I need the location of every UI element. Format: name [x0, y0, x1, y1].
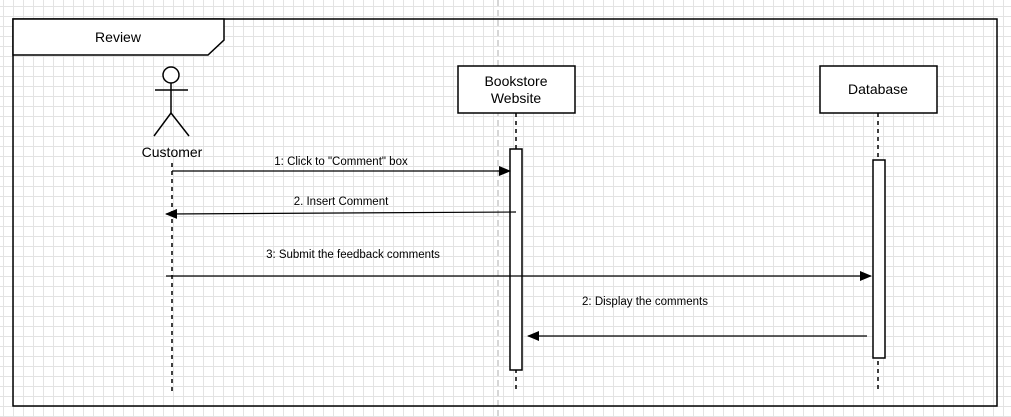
- customer-label: Customer: [142, 144, 203, 160]
- message-2-arrow[interactable]: [165, 208, 517, 219]
- database-participant-box[interactable]: [819, 65, 938, 114]
- frame-title: Review: [95, 29, 142, 45]
- customer-actor-icon[interactable]: [153, 66, 190, 137]
- message-2-label: 2. Insert Comment: [294, 196, 389, 208]
- website-label-line2: Website: [491, 90, 542, 106]
- website-label-line1: Bookstore: [484, 73, 547, 89]
- database-activation-bar[interactable]: [872, 159, 886, 359]
- website-activation-bar[interactable]: [509, 148, 523, 371]
- frame-box[interactable]: [12, 18, 998, 407]
- message-4-label: 2: Display the comments: [582, 296, 708, 308]
- message-1-label: 1: Click to "Comment" box: [274, 156, 408, 168]
- website-participant-box[interactable]: [457, 65, 576, 114]
- frame-title-tab[interactable]: [12, 18, 225, 56]
- message-3-label: 3: Submit the feedback comments: [266, 249, 440, 261]
- database-label: Database: [848, 81, 908, 97]
